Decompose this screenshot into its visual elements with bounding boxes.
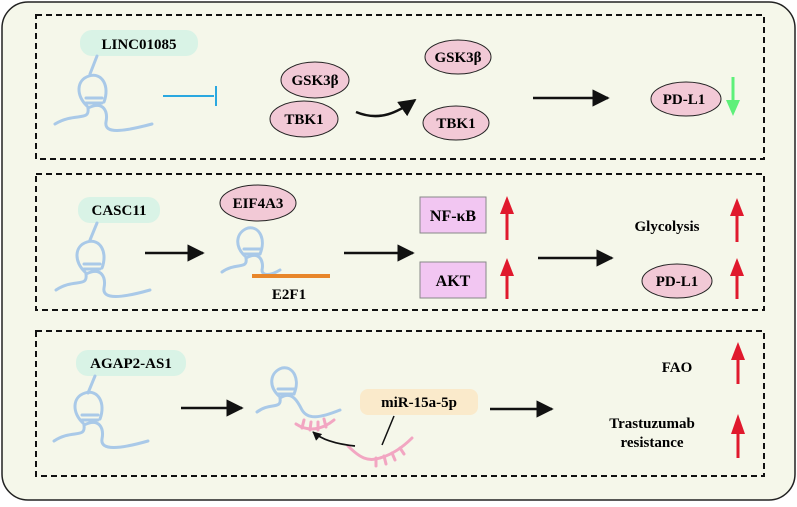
panel1-output-label: PD-L1 — [663, 92, 706, 108]
panel3-mirna-pointer — [381, 415, 395, 446]
panel2-factor-2-label: AKT — [436, 273, 471, 290]
panel2-binder-label: EIF4A3 — [233, 196, 284, 212]
panel1-lncrna-label-bg — [80, 30, 198, 56]
panel2-lncrna-hairpin — [54, 221, 152, 298]
panel2-factor-1-label: NF-κB — [430, 208, 477, 225]
panel2-binder-ellipse — [219, 184, 297, 222]
panel1-lncrna-label: LINC01085 — [101, 37, 176, 53]
panel2-factor-2-up-arrow-icon — [500, 258, 514, 299]
panel3-sponged-rna — [255, 366, 342, 419]
panel1-dissociation-arrow — [355, 98, 417, 118]
panel3-free-mirna — [346, 436, 414, 468]
panel1-output-ellipse — [650, 81, 722, 117]
panel1-complex-top-label: GSK3β — [291, 73, 338, 89]
panel2-outcome-2-up-arrow-icon — [730, 258, 744, 299]
panel1-down-arrow-icon — [726, 77, 740, 116]
panel3-mirna-label-bg — [360, 389, 478, 415]
panel2-factor-1-up-arrow-icon — [500, 196, 514, 240]
panel1-complex-top-ellipse — [280, 61, 350, 99]
panel2-factor-1-box — [419, 196, 487, 234]
panel3-outcome-2-up-arrow-icon — [731, 414, 745, 458]
panel2-lncrna-label: CASC11 — [91, 203, 146, 219]
panel3-outcome-1-label: FAO — [662, 360, 693, 376]
panel1-separated-bottom-label: TBK1 — [436, 116, 475, 132]
panel1-separated-top-ellipse — [424, 39, 492, 75]
panel3-lncrna-label: AGAP2-AS1 — [90, 356, 172, 372]
panel2-outcome-1-label: Glycolysis — [634, 219, 699, 235]
panel2-factor-2-box — [419, 261, 487, 299]
panel-1-frame — [35, 14, 765, 160]
panel2-lncrna-label-bg — [78, 197, 160, 223]
panel3-bound-mirna — [294, 417, 336, 432]
panel3-outcome-1-up-arrow-icon — [731, 342, 745, 384]
panel2-outcome-1-up-arrow-icon — [730, 198, 744, 242]
panel1-separated-top-label: GSK3β — [434, 50, 481, 66]
panel1-lncrna-hairpin — [53, 54, 154, 132]
panel-2-frame — [35, 173, 765, 311]
panel3-mirna-label: miR-15a-5p — [381, 395, 457, 411]
panel2-outcome-2-label: PD-L1 — [656, 274, 699, 290]
panel3-outcome-2-label-line2: resistance — [620, 435, 683, 451]
panel1-complex-bottom-label: TBK1 — [284, 112, 323, 128]
panel3-lncrna-hairpin — [52, 374, 150, 449]
panel2-outcome-2-ellipse — [641, 263, 713, 299]
panel3-outcome-2-label-line1: Trastuzumab — [609, 416, 695, 432]
panel3-sponging-arrow — [312, 431, 356, 447]
panel2-bound-rna — [220, 226, 282, 276]
panel1-separated-bottom-ellipse — [422, 105, 490, 141]
panel3-lncrna-label-bg — [76, 350, 186, 376]
panel-3-frame — [35, 330, 765, 477]
panel1-complex-bottom-ellipse — [269, 100, 339, 138]
panel2-target-gene-label: E2F1 — [272, 287, 306, 303]
